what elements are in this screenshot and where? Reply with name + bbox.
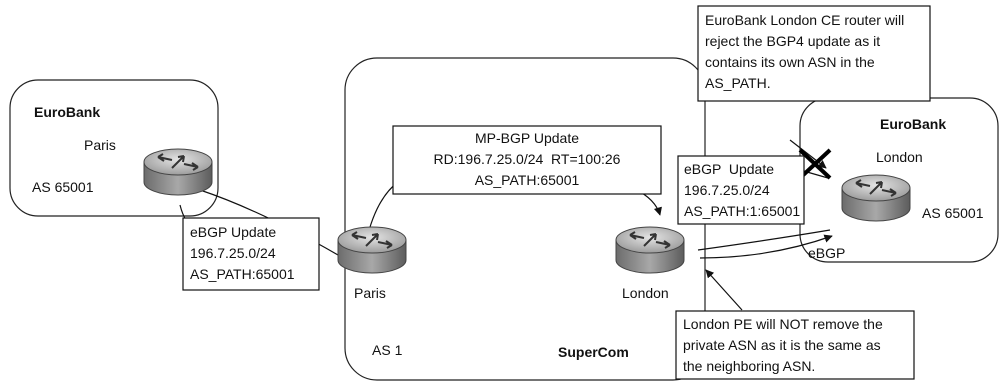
ebgp-link-label: eBGP	[808, 245, 845, 261]
eurobank-paris-title: EuroBank	[34, 104, 100, 120]
callout-line: eBGP Update	[684, 161, 774, 177]
london-pe-router-icon	[615, 226, 685, 274]
eurobank-london-site-label: London	[876, 149, 923, 165]
pe-note-callout: London PE will NOT remove the private AS…	[675, 310, 915, 380]
paris-ce-router-icon	[143, 148, 213, 196]
reject-arrow	[789, 139, 827, 169]
callout-line: AS_PATH:65001	[475, 172, 580, 188]
callout-line: 196.7.25.0/24	[190, 245, 276, 261]
mpbgp-update-callout: MP-BGP Update RD:196.7.25.0/24 RT=100:26…	[392, 125, 662, 195]
callout-line: EuroBank London CE router will	[705, 12, 904, 28]
london-ce-router-icon	[841, 174, 911, 222]
ebgp-update-left-callout: eBGP Update 196.7.25.0/24 AS_PATH:65001	[182, 217, 320, 291]
pe-note-arrow	[705, 269, 743, 311]
callout-line: reject the BGP4 update as it	[705, 33, 880, 49]
callout-line: London PE will NOT remove the	[683, 316, 883, 332]
supercom-asn: AS 1	[372, 342, 403, 358]
reject-x-icon	[798, 148, 832, 180]
link-london-pe-to-ce	[697, 229, 831, 251]
callout-line: private ASN as it is the same as	[683, 337, 881, 353]
eurobank-london-title: EuroBank	[880, 116, 946, 132]
pe-paris-label: Paris	[354, 285, 386, 301]
callout-line: RD:196.7.25.0/24 RT=100:26	[434, 151, 621, 167]
callout-line: AS_PATH:1:65001	[684, 203, 800, 219]
reject-note-callout: EuroBank London CE router will reject th…	[697, 5, 931, 102]
callout-line: 196.7.25.0/24	[684, 182, 770, 198]
eurobank-paris-asn: AS 65001	[32, 179, 94, 195]
callout-line: contains its own ASN in the	[705, 54, 875, 70]
ebgp-link	[699, 234, 833, 259]
eurobank-london-asn: AS 65001	[922, 205, 984, 221]
callout-line: AS_PATH:65001	[190, 266, 295, 282]
callout-line: the neighboring ASN.	[683, 358, 815, 374]
callout-line: eBGP Update	[190, 224, 276, 240]
supercom-title: SuperCom	[558, 344, 629, 360]
paris-pe-router-icon	[337, 226, 407, 274]
callout-line: AS_PATH.	[705, 75, 771, 91]
link-paris-ce-to-paris-pe	[199, 189, 339, 256]
eurobank-paris-site-label: Paris	[84, 137, 116, 153]
ebgp-update-right-callout: eBGP Update 196.7.25.0/24 AS_PATH:1:6500…	[677, 155, 805, 225]
callout-line: MP-BGP Update	[475, 130, 579, 146]
supercom-provider-cloud	[344, 57, 706, 381]
pe-london-label: London	[622, 285, 669, 301]
